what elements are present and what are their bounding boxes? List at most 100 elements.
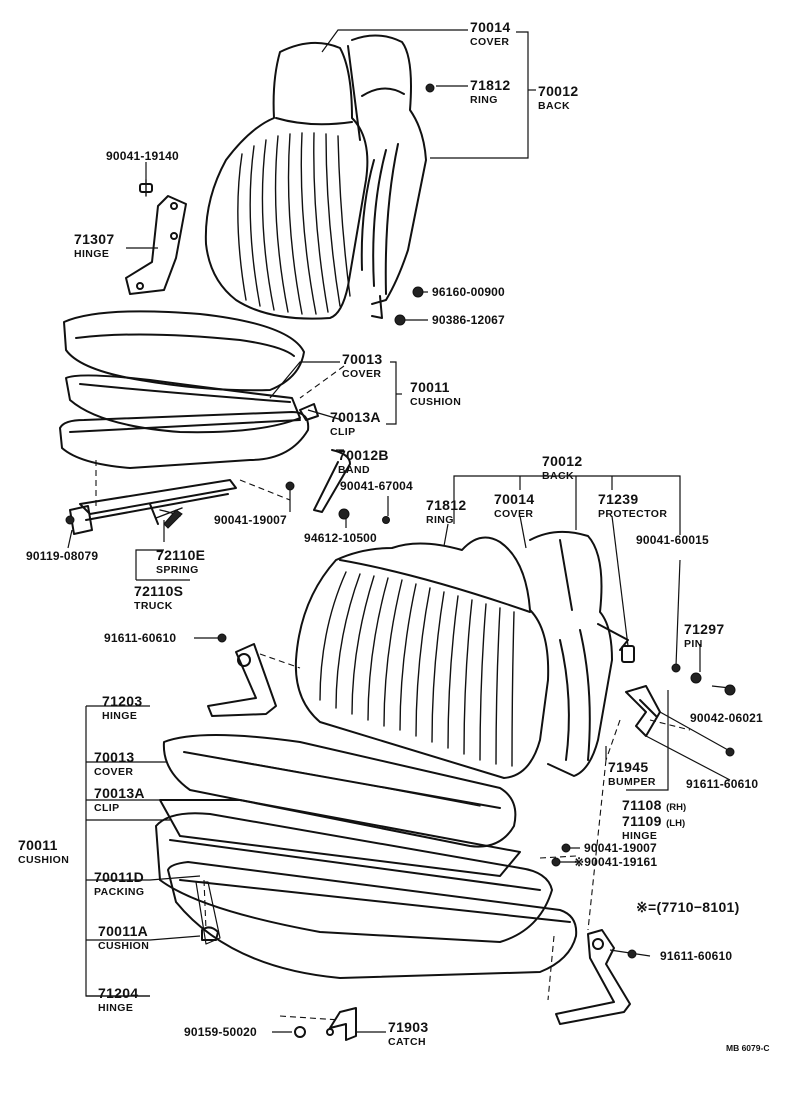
label-90119-08079: 90119-08079 (26, 549, 99, 563)
part-name: BAND (338, 464, 370, 476)
label-90041-67004: 90041-67004 (340, 479, 413, 493)
label-94612-10500: 94612-10500 (304, 531, 377, 545)
label-90041-60015: 90041-60015 (636, 533, 709, 547)
part-name: BACK (538, 100, 570, 112)
hinge-71307-part (125, 179, 187, 295)
label-72110e: 72110E SPRING (156, 548, 205, 576)
part-name: COVER (494, 508, 534, 520)
upper-seat-back (204, 34, 427, 320)
part-number: 71307 (74, 231, 115, 247)
catch-71903-part (294, 1007, 357, 1041)
part-name: CUSHION (98, 940, 150, 952)
label-96160-00900: 96160-00900 (432, 285, 505, 299)
part-number: 70013 (94, 749, 135, 765)
part-name: HINGE (102, 710, 138, 722)
part-name: CLIP (330, 426, 356, 438)
part-number: 70013A (94, 785, 145, 801)
part-number: 70013A (330, 409, 381, 425)
label-91611-60610-a: 91611-60610 (104, 631, 177, 645)
part-number: 71812 (426, 497, 467, 513)
part-number: 71109 (622, 813, 662, 829)
part-number: 70011D (94, 869, 145, 885)
label-70012b: 70012B BAND (338, 448, 389, 476)
label-70013a-lower: 70013A CLIP (94, 786, 145, 814)
part-number: 71203 (102, 693, 143, 709)
part-number: 70014 (470, 19, 511, 35)
drawing-code: MB 6079-C (726, 1043, 770, 1053)
part-name: COVER (94, 766, 134, 778)
part-name: SPRING (156, 564, 199, 576)
upper-cushion (59, 310, 310, 469)
label-70013-mid: 70013 COVER (342, 352, 382, 380)
lower-seat-back (294, 530, 635, 779)
label-71239: 71239 PROTECTOR (598, 492, 667, 520)
label-90041-19007-lower: 90041-19007 (584, 841, 657, 855)
part-name: RING (426, 514, 454, 526)
label-70014-lower: 70014 COVER (494, 492, 534, 520)
label-71307: 71307 HINGE (74, 232, 114, 260)
part-name: TRUCK (134, 600, 173, 612)
fasteners (65, 83, 736, 959)
label-71812-upper: 71812 RING (470, 78, 510, 106)
part-number: 71903 (388, 1019, 429, 1035)
part-number: 71239 (598, 491, 639, 507)
part-name: PACKING (94, 886, 145, 898)
label-72110s: 72110S TRUCK (134, 584, 183, 612)
label-70011d: 70011D PACKING (94, 870, 144, 898)
part-name: HINGE (98, 1002, 134, 1014)
label-71204: 71204 HINGE (98, 986, 138, 1014)
dashed-assembly-lines (95, 365, 691, 1021)
cushion-70011a-part (201, 926, 219, 941)
part-name: PIN (684, 638, 703, 650)
part-name: CUSHION (18, 854, 70, 866)
part-name: CUSHION (410, 396, 462, 408)
label-90041-19161: ※90041-19161 (574, 855, 658, 869)
part-number: 70012 (542, 453, 583, 469)
label-71812-lower: 71812 RING (426, 498, 466, 526)
label-71903: 71903 CATCH (388, 1020, 428, 1048)
label-70013a-mid: 70013A CLIP (330, 410, 381, 438)
label-71945: 71945 BUMPER (608, 760, 656, 788)
label-90386-12067: 90386-12067 (432, 313, 505, 327)
label-70011-lower: 70011 CUSHION (18, 838, 69, 866)
part-number: 71945 (608, 759, 649, 775)
part-number: 70014 (494, 491, 535, 507)
label-91611-60610-c: 91611-60610 (660, 949, 733, 963)
label-90159-50020: 90159-50020 (184, 1025, 257, 1039)
part-number: 70012B (338, 447, 389, 463)
label-70011-mid: 70011 CUSHION (410, 380, 461, 408)
band-70012b (299, 403, 351, 513)
side-marker: (LH) (666, 818, 686, 829)
part-number: 70013 (342, 351, 383, 367)
part-number: 72110S (134, 583, 184, 599)
label-91611-60610-b: 91611-60610 (686, 777, 759, 791)
part-name: COVER (470, 36, 510, 48)
part-number: 71297 (684, 621, 725, 637)
label-70012-upper: 70012 BACK (538, 84, 578, 112)
part-name: HINGE (622, 830, 658, 842)
leader-lines (67, 29, 731, 1033)
footnote-date-range: ※=(7710−8101) (636, 899, 740, 915)
part-number: 70011A (98, 923, 149, 939)
hinge-71204-part (555, 929, 631, 1025)
part-name: HINGE (74, 248, 110, 260)
part-name: BUMPER (608, 776, 656, 788)
label-70012-lower: 70012 BACK (542, 454, 582, 482)
part-name: BACK (542, 470, 574, 482)
label-71109: 71109 (LH) HINGE (622, 814, 685, 842)
seat-track (69, 479, 237, 535)
side-marker: (RH) (666, 802, 687, 813)
part-name: CLIP (94, 802, 120, 814)
lower-cushion (155, 734, 578, 979)
part-name: CATCH (388, 1036, 426, 1048)
label-70013-lower: 70013 COVER (94, 750, 134, 778)
label-71203: 71203 HINGE (102, 694, 142, 722)
part-number: 72110E (156, 547, 206, 563)
part-number: 71812 (470, 77, 511, 93)
label-90041-19140: 90041-19140 (106, 149, 179, 163)
part-name: RING (470, 94, 498, 106)
part-name: COVER (342, 368, 382, 380)
part-number: 70012 (538, 83, 579, 99)
hinge-71203-part (207, 643, 277, 717)
